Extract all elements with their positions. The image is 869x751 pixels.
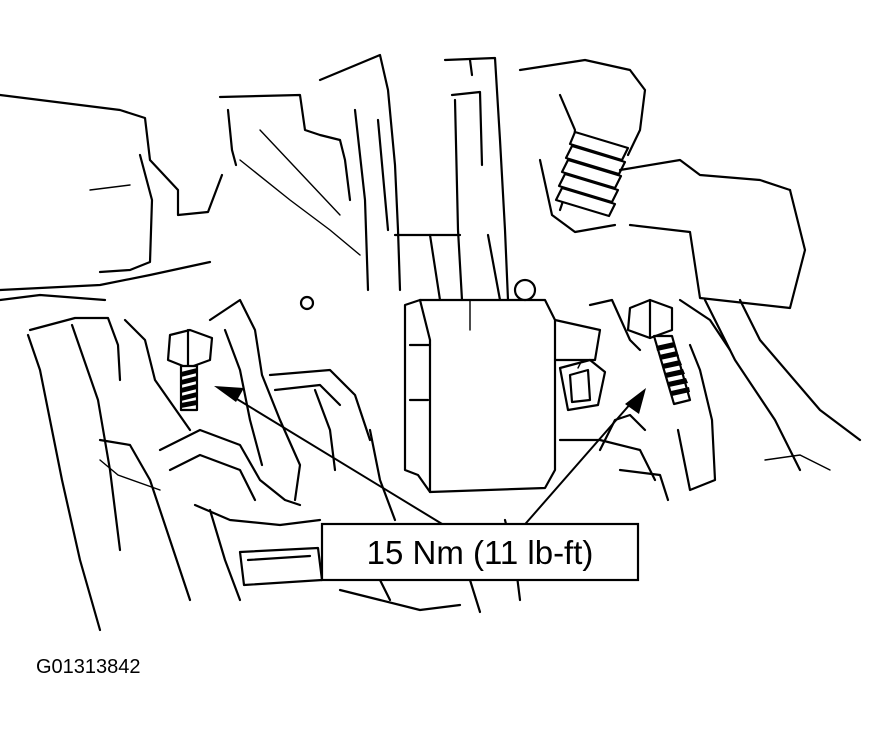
arrow-icon: [214, 386, 244, 402]
torque-spec-label: 15 Nm (11 lb-ft): [367, 534, 594, 571]
right-housing: [588, 188, 862, 492]
center-column: [218, 53, 510, 302]
spring-assembly: [518, 58, 792, 234]
upper-left-housing: [0, 93, 224, 302]
control-module: [299, 278, 602, 494]
torque-callout: 15 Nm (11 lb-ft): [320, 522, 640, 582]
leader-arrows: [214, 386, 646, 531]
left-bolt: [166, 328, 214, 412]
figure-id: G01313842: [36, 656, 141, 678]
electrical-connector: [558, 358, 607, 412]
right-bolt: [626, 298, 692, 406]
arrow-icon: [625, 388, 646, 414]
left-frame: [26, 316, 242, 632]
